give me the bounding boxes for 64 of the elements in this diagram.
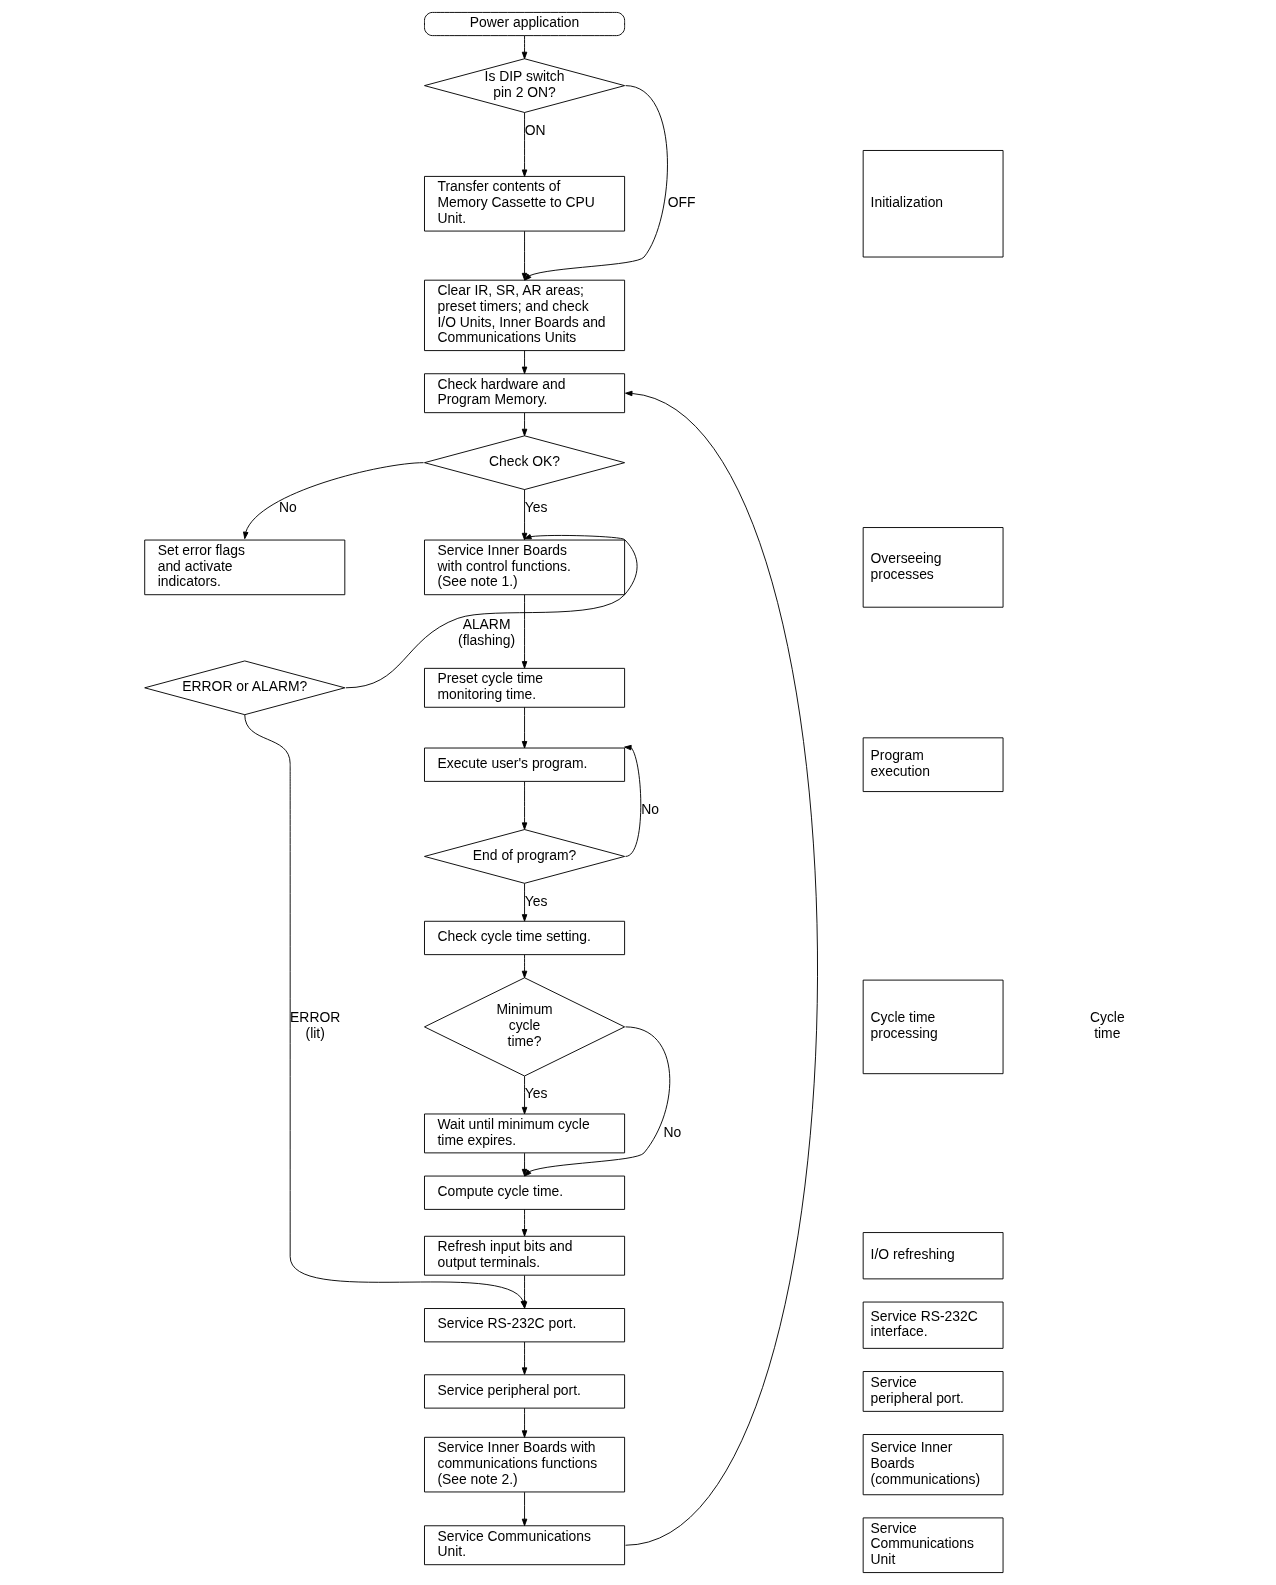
edge-label: ON — [524, 121, 546, 138]
node-box: Transfer contents of Memory Cassette to CPU Unit. — [423, 175, 625, 232]
arrow — [521, 882, 527, 922]
arrow — [521, 1209, 527, 1237]
arrow — [521, 1407, 527, 1438]
edge-label: No — [662, 1123, 681, 1140]
node-diamond: ERROR or ALARM? — [143, 660, 345, 716]
node-box: Cycle time processing — [862, 979, 1004, 1075]
node-box: Set error flags and activate indicators. — [143, 539, 345, 596]
node-box: Service Inner Boards with control functions. (See note 1.) — [423, 539, 625, 596]
node-box: Compute cycle time. — [423, 1175, 625, 1210]
edge-label: ERROR (lit) — [289, 1009, 340, 1042]
arrow — [521, 489, 527, 541]
arrow — [344, 534, 638, 689]
node-diamond: Check OK? — [423, 435, 625, 490]
arrow — [521, 112, 527, 177]
node-box: Wait until minimum cycle time expires. — [423, 1113, 625, 1154]
arrow — [521, 954, 527, 979]
arrow — [521, 594, 527, 669]
node-diamond: Is DIP switch pin 2 ON? — [423, 58, 625, 113]
node-box: Check hardware and Program Memory. — [423, 373, 625, 414]
node-box: Service RS-232C port. — [423, 1308, 625, 1343]
node-box: Service peripheral port. — [862, 1371, 1004, 1412]
node-diamond: End of program? — [423, 829, 625, 884]
edge-label: Yes — [524, 1085, 547, 1102]
node-box: Service RS-232C interface. — [862, 1301, 1004, 1349]
edge-label: Yes — [524, 498, 547, 515]
edge-label: No — [640, 800, 659, 817]
label: Cycle time — [1089, 1009, 1125, 1042]
edge-label: ALARM (flashing) — [457, 616, 515, 649]
node-box: Refresh input bits and output terminals. — [423, 1235, 625, 1276]
node-box: Clear IR, SR, AR areas; preset timers; and check I/O Units, Inner Boards and Communications Units — [423, 279, 625, 352]
arrow — [521, 1075, 527, 1115]
node-box: Service Inner Boards (communications) — [862, 1434, 1004, 1496]
edge-label: No — [278, 498, 297, 515]
arrow — [521, 781, 527, 830]
node-box: Initialization — [862, 150, 1004, 258]
node-box: Service Communications Unit. — [423, 1525, 625, 1566]
node-box: Overseeing processes — [862, 527, 1004, 608]
arrow — [623, 744, 641, 857]
arrow — [521, 230, 527, 281]
node-box: Program execution — [862, 737, 1004, 793]
arrow — [521, 1491, 527, 1527]
node-diamond: Minimum cycle time? — [423, 977, 625, 1077]
arrow — [521, 35, 527, 60]
node-box: Execute user's program. — [423, 747, 625, 782]
arrow — [521, 1152, 527, 1177]
arrow — [521, 412, 527, 437]
node-box: I/O refreshing — [862, 1232, 1004, 1280]
node-box: Check cycle time setting. — [423, 920, 625, 956]
node-box: Service Communications Unit — [862, 1517, 1004, 1574]
node-box: Service peripheral port. — [423, 1374, 625, 1409]
arrow — [521, 706, 527, 749]
arrow — [242, 462, 424, 540]
node-box: Preset cycle time monitoring time. — [423, 667, 625, 708]
arrow — [624, 390, 818, 1546]
arrow — [523, 1026, 670, 1177]
arrow — [523, 85, 668, 281]
arrow — [521, 350, 527, 374]
edge-label: Yes — [524, 892, 547, 909]
node-box: Service Inner Boards with communications functions (See note 2.) — [423, 1436, 625, 1493]
edge-label: OFF — [667, 193, 695, 210]
arrow — [521, 1341, 527, 1375]
node-box: Power application — [423, 11, 625, 37]
